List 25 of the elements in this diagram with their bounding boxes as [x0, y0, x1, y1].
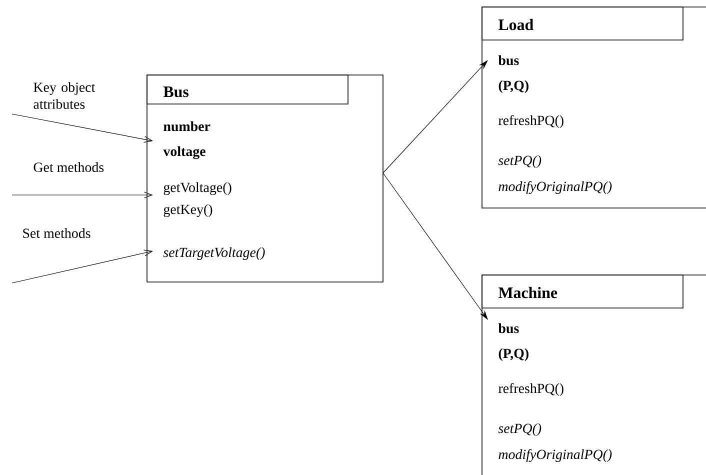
class-name: Bus — [163, 86, 189, 98]
edge-label: Set methods — [23, 228, 90, 238]
method-text: refreshPQ() — [498, 115, 564, 128]
class-name: Machine — [498, 286, 558, 298]
attribute-text: bus — [498, 323, 519, 334]
method-text: modifyOriginalPQ() — [498, 449, 612, 462]
method-text: getKey() — [164, 204, 212, 217]
attribute-text: number — [164, 121, 210, 132]
attribute-text: voltage — [163, 146, 206, 160]
method-text: setPQ() — [498, 155, 542, 168]
method-text: refreshPQ() — [498, 383, 564, 396]
method-text: modifyOriginalPQ() — [498, 181, 612, 194]
attribute-text: (P,Q) — [498, 80, 528, 93]
edge-label: Get methods — [34, 162, 104, 172]
arrow — [12, 114, 153, 143]
arrow — [12, 192, 153, 198]
method-text: setTargetVoltage() — [163, 247, 265, 260]
arrow — [382, 60, 488, 174]
method-text: getVoltage() — [164, 182, 232, 195]
edge-label: Key object attributes — [34, 82, 96, 109]
arrow — [12, 250, 153, 284]
method-text: setPQ() — [498, 423, 542, 436]
class-name: Load — [498, 18, 534, 30]
attribute-text: (P,Q) — [498, 348, 528, 361]
attribute-text: bus — [498, 55, 519, 66]
